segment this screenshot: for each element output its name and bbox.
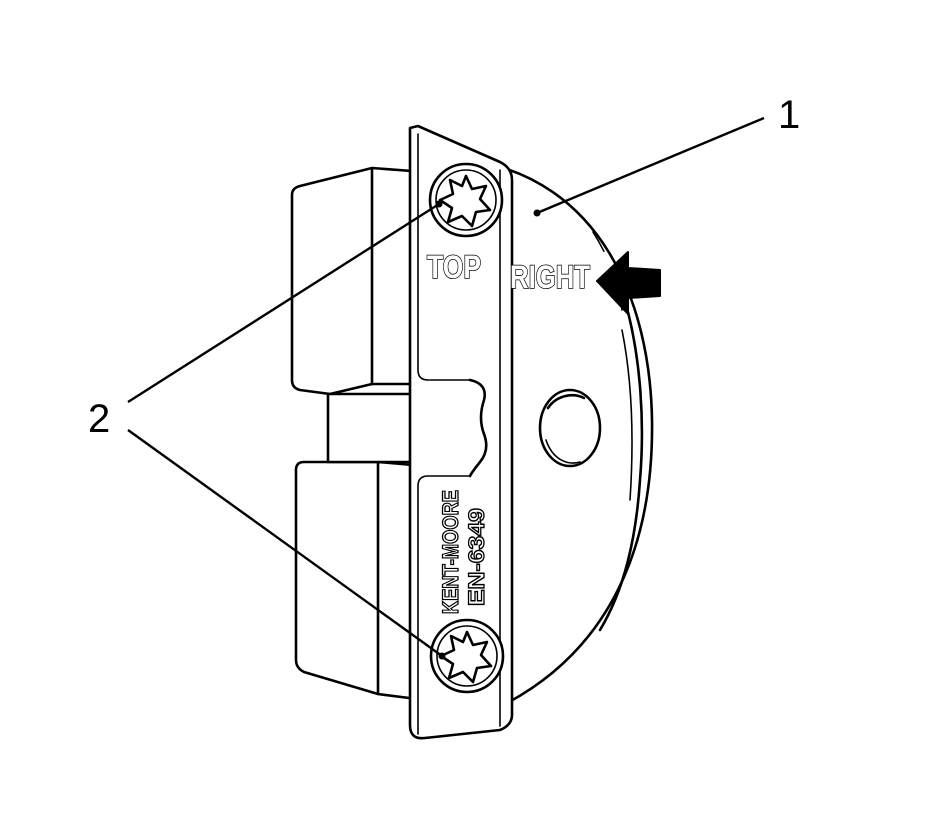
- screw-bottom: [429, 618, 505, 694]
- front-plate: [408, 124, 514, 740]
- arrow-left-icon: [596, 251, 661, 315]
- brand-label: KENT-MOORE: [438, 490, 463, 614]
- screw-top: [428, 162, 504, 238]
- torx-screw-icon: [438, 174, 492, 228]
- torx-screw-icon: [439, 630, 493, 684]
- top-label: TOP: [427, 249, 481, 285]
- part-label: EN-6349: [464, 508, 489, 606]
- disc-hole: [538, 388, 602, 468]
- leader-lines: [127, 116, 765, 660]
- callout-1: 1: [778, 93, 800, 137]
- back-block-upper: [290, 166, 427, 396]
- callout-2: 2: [88, 397, 110, 441]
- back-block-lower: [294, 460, 427, 702]
- right-label: RIGHT: [510, 259, 590, 295]
